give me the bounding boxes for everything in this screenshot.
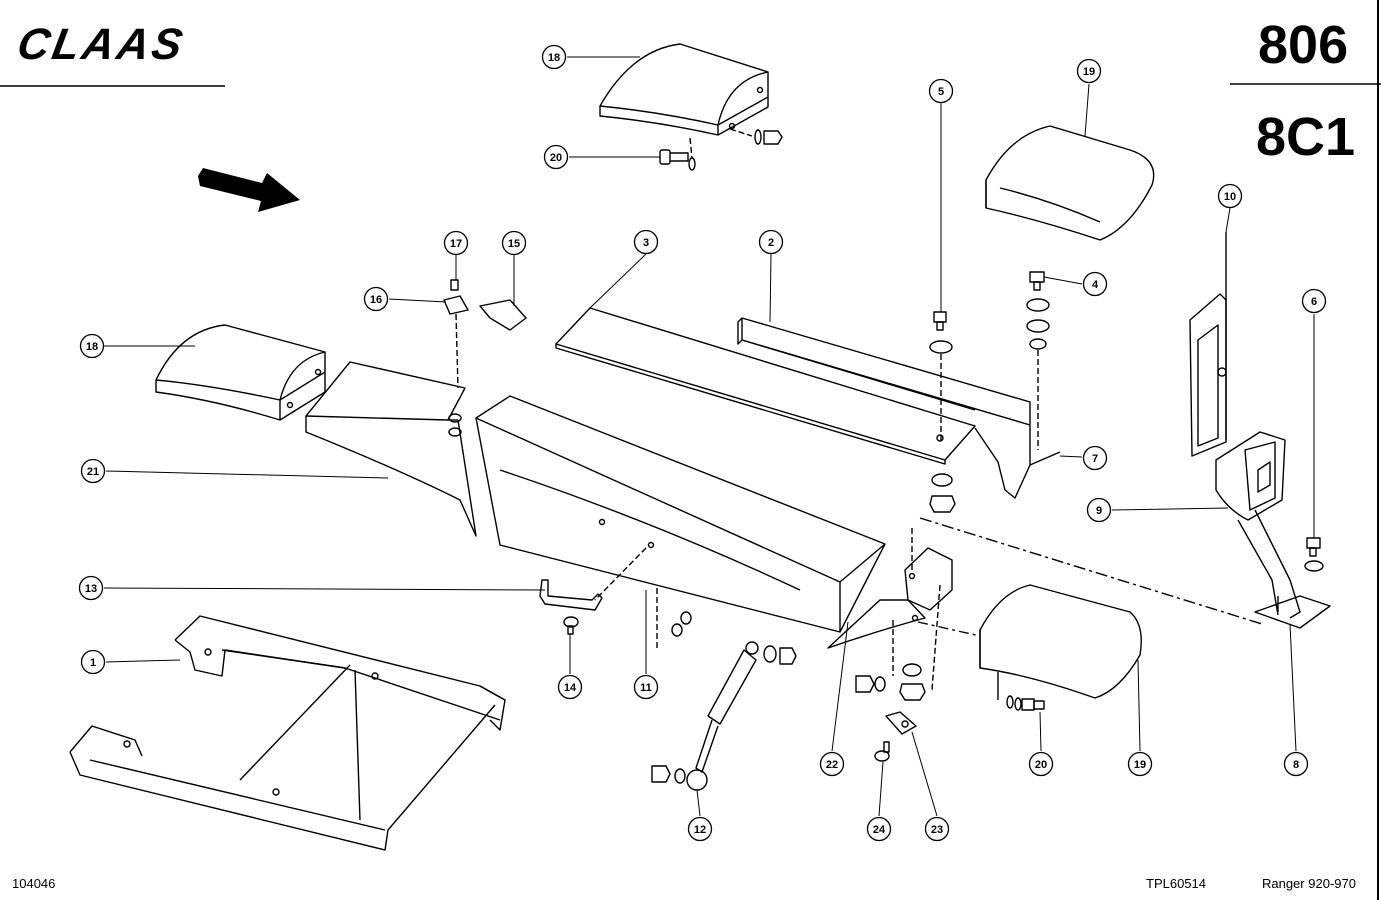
callout-8: 8 (1283, 751, 1309, 777)
callout-18-top: 18 (541, 44, 567, 70)
parts-6-8-9-10-lamp (919, 232, 1331, 629)
part-2 (737, 317, 1061, 499)
callout-label: 17 (450, 238, 462, 250)
part-21 (305, 361, 477, 537)
part-3 (555, 307, 976, 465)
callout-3: 3 (633, 229, 659, 255)
header-rules (0, 83, 1381, 87)
callout-4: 4 (1082, 271, 1108, 297)
callout-label: 11 (640, 682, 652, 694)
part-12-gas-strut (651, 641, 797, 791)
callout-18-left: 18 (79, 333, 105, 359)
leader-lines (103, 56, 1315, 817)
callout-label: 1 (90, 657, 96, 669)
part-13 (539, 579, 603, 611)
callout-2: 2 (758, 229, 784, 255)
callout-label: 14 (564, 682, 577, 694)
callout-7: 7 (1082, 445, 1108, 471)
part-22-bracket (827, 528, 953, 691)
part-20-bolt-top (659, 128, 783, 171)
callout-9: 9 (1086, 497, 1112, 523)
part-11-cover (475, 395, 886, 648)
callout-20-top: 20 (543, 144, 569, 170)
callouts: 18 20 5 19 10 17 15 3 2 4 16 18 6 21 7 9… (78, 44, 1327, 842)
part-20-bolt-lower (1006, 695, 1045, 711)
callout-label: 2 (768, 237, 774, 249)
callout-label: 12 (694, 824, 706, 836)
callout-label: 3 (643, 237, 649, 249)
callout-label: 4 (1092, 279, 1099, 291)
part-19-lower (917, 584, 1142, 700)
callout-15: 15 (501, 230, 527, 256)
callout-label: 19 (1134, 759, 1146, 771)
direction-arrow (198, 168, 300, 212)
callout-17: 17 (443, 230, 469, 256)
callout-label: 15 (508, 238, 520, 250)
callout-label: 23 (931, 824, 943, 836)
callout-13: 13 (78, 575, 104, 601)
callout-12: 12 (687, 816, 713, 842)
part-18-top (599, 43, 769, 136)
callout-5: 5 (928, 78, 954, 104)
callout-label: 10 (1224, 191, 1236, 203)
callout-24: 24 (866, 816, 892, 842)
callout-1: 1 (80, 649, 106, 675)
callout-label: 8 (1293, 759, 1299, 771)
callout-label: 9 (1096, 505, 1102, 517)
callout-label: 19 (1083, 66, 1095, 78)
part-11-washers (671, 611, 692, 637)
callout-label: 18 (86, 341, 98, 353)
parts-23-24 (874, 711, 917, 762)
callout-label: 24 (873, 824, 886, 836)
callout-20-lower: 20 (1028, 751, 1054, 777)
callout-label: 18 (548, 52, 560, 64)
callout-label: 7 (1092, 453, 1098, 465)
model-range: Ranger 920-970 (1262, 876, 1356, 891)
callout-21: 21 (80, 458, 106, 484)
callout-label: 5 (938, 86, 944, 98)
callout-label: 20 (1035, 759, 1047, 771)
callout-19-lower: 19 (1127, 751, 1153, 777)
callout-label: 22 (826, 759, 838, 771)
part-1-frame (69, 615, 506, 851)
callout-10: 10 (1217, 183, 1243, 209)
callout-14: 14 (557, 674, 583, 700)
part-14 (563, 616, 579, 635)
page-number: 806 (1258, 15, 1349, 75)
callout-label: 13 (85, 583, 97, 595)
part-19-top (985, 125, 1155, 241)
callout-label: 6 (1311, 296, 1317, 308)
callout-6: 6 (1301, 288, 1327, 314)
callout-16: 16 (363, 286, 389, 312)
callout-11: 11 (633, 674, 659, 700)
parts-15-16-17 (443, 279, 527, 437)
callout-label: 21 (87, 466, 99, 478)
section-code: 8C1 (1256, 107, 1356, 167)
callout-22: 22 (819, 751, 845, 777)
callout-label: 20 (550, 152, 562, 164)
callout-19-top: 19 (1076, 58, 1102, 84)
drawing-reference: TPL60514 (1146, 876, 1206, 891)
callout-23: 23 (924, 816, 950, 842)
part-18-left (155, 324, 326, 421)
callout-label: 16 (370, 294, 382, 306)
parts-4-5-7-fasteners (929, 271, 1050, 513)
part-22-fasteners (855, 663, 926, 701)
image-number: 104046 (12, 876, 56, 891)
